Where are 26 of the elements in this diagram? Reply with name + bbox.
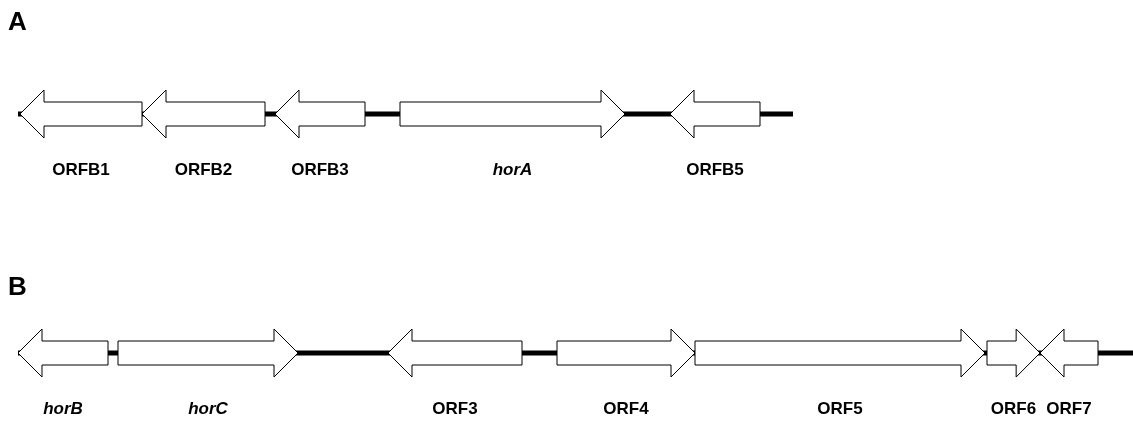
gene-symbol	[19, 89, 143, 139]
gene-symbol	[1039, 328, 1099, 378]
gene-label: ORFB2	[174, 160, 233, 180]
gene-label: ORF5	[817, 399, 863, 419]
gene-label: horC	[188, 399, 228, 419]
gene-symbol	[556, 328, 696, 378]
gene-symbol	[117, 328, 299, 378]
gene-symbol	[694, 328, 986, 378]
gene-label: ORF6	[990, 399, 1037, 419]
gene-symbol	[399, 89, 626, 139]
gene-symbol	[17, 328, 109, 378]
gene-symbol	[387, 328, 523, 378]
gene-label: ORFB3	[291, 160, 349, 180]
gene-symbol	[274, 89, 366, 139]
gene-label: horA	[492, 160, 533, 180]
gene-label: ORFB5	[686, 160, 744, 180]
gene-label: ORF7	[1046, 399, 1092, 419]
gene-label: ORF4	[603, 399, 649, 419]
gene-label: ORF3	[432, 399, 478, 419]
panel-letter: A	[8, 6, 27, 37]
panel-letter: B	[8, 271, 27, 302]
gene-symbol	[669, 89, 761, 139]
gene-label: horB	[43, 399, 83, 419]
gene-symbol	[986, 328, 1041, 378]
gene-symbol	[141, 89, 266, 139]
gene-label: ORFB1	[52, 160, 110, 180]
